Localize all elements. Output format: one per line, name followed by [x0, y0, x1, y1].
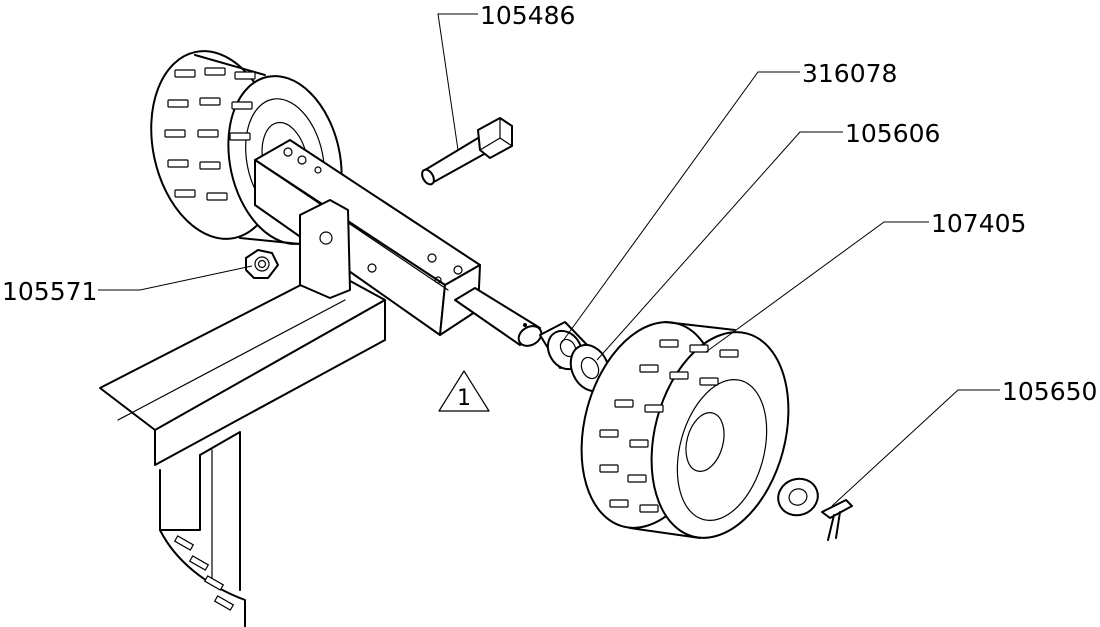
note-flag-number: 1 [457, 386, 471, 411]
note-flag-triangle: 1 [438, 370, 490, 412]
bolt-part [421, 117, 513, 186]
frame [99, 269, 386, 627]
right-wheel-tread [599, 339, 739, 513]
right-wheel-part [580, 321, 790, 539]
mount-bracket [299, 199, 351, 299]
washer-outer-part [777, 477, 819, 517]
callout-bolt: 105486 [480, 1, 575, 30]
cotter-pin-part [821, 499, 853, 541]
leader-lines [98, 13, 1000, 507]
left-wheel-tread [164, 67, 256, 201]
callout-wheel: 107405 [931, 209, 1026, 238]
axle-rod [454, 287, 543, 347]
callout-cotter-pin: 105650 [1002, 377, 1097, 406]
nut-part [245, 249, 279, 279]
callout-nut: 105571 [2, 277, 97, 306]
lower-wheel-tread [173, 535, 235, 611]
callout-spacer: 316078 [802, 59, 897, 88]
callout-washer-inner: 105606 [845, 119, 940, 148]
